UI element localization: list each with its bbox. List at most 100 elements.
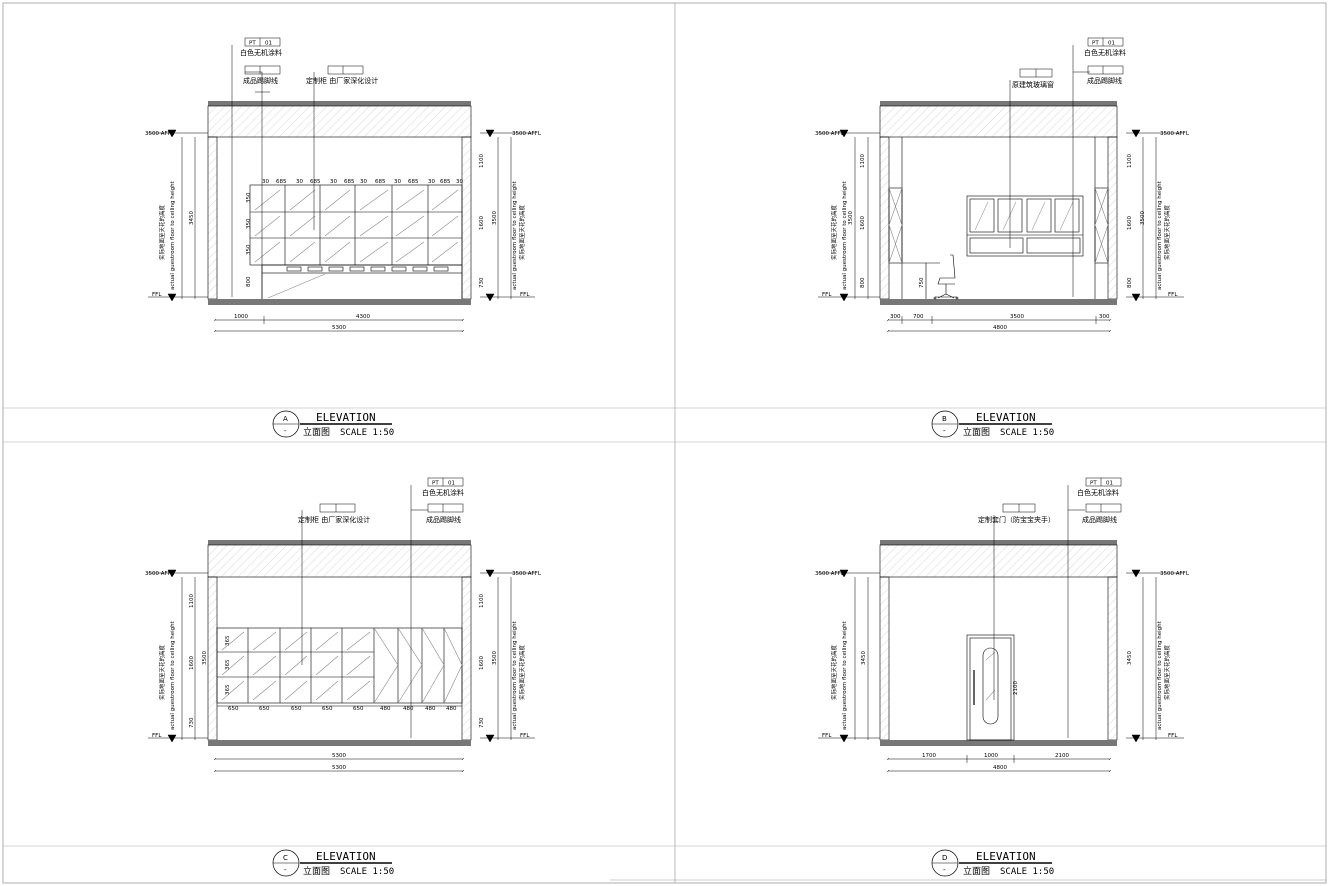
level-ffl: FFL bbox=[520, 733, 530, 739]
material-tag-skirting-b: 成品踢脚线 bbox=[1087, 65, 1124, 85]
level-ffl: FFL bbox=[520, 292, 530, 298]
sheet-ref: - bbox=[943, 866, 946, 874]
view-id: B bbox=[942, 415, 947, 423]
bottom-dimension: 4300 bbox=[356, 314, 370, 320]
dimension-label: 1600 bbox=[1127, 216, 1133, 230]
column-dimension: 480 bbox=[446, 706, 457, 712]
view-subtitle: 立面图 bbox=[303, 426, 330, 438]
dimension-label: 1100 bbox=[860, 154, 866, 168]
level-markers-a bbox=[148, 129, 535, 302]
column-dimension: 480 bbox=[425, 706, 436, 712]
elevation-d: PT 01 白色无机涂料 定制套门（防宝宝夹手） 成品踢脚线 bbox=[815, 477, 1190, 877]
column-dimension: 650 bbox=[291, 706, 302, 712]
tag-label: 白色无机涂料 bbox=[240, 48, 282, 57]
level-label: 3500 AFFL bbox=[1160, 131, 1190, 137]
shelf-dimension: 350 bbox=[246, 192, 252, 203]
tag-label: 定制套门（防宝宝夹手） bbox=[978, 515, 1055, 524]
sheet-ref: - bbox=[943, 427, 946, 435]
tag-label: 成品踢脚线 bbox=[243, 76, 278, 85]
vertical-label-cn: 实际地面至天花的高度 bbox=[158, 644, 166, 700]
column-dimension: 30 bbox=[456, 179, 463, 185]
material-tag-door-d: 定制套门（防宝宝夹手） bbox=[978, 503, 1055, 524]
tag-number: 01 bbox=[265, 41, 272, 47]
view-id: A bbox=[283, 415, 288, 423]
material-tag-pt01-b: PT 01 白色无机涂料 bbox=[1084, 37, 1126, 57]
tag-code: PT bbox=[249, 41, 256, 47]
level-ffl: FFL bbox=[822, 292, 832, 298]
dimension-label: 3500 bbox=[492, 211, 498, 225]
material-tag-skirting-c: 成品踢脚线 bbox=[426, 503, 464, 524]
desk-dimension: 750 bbox=[919, 277, 925, 288]
column-dimension: 650 bbox=[228, 706, 239, 712]
level-markers-b bbox=[818, 129, 1184, 302]
glass-window-b bbox=[966, 195, 1084, 257]
view-id: C bbox=[283, 854, 288, 862]
column-dimension: 685 bbox=[276, 179, 287, 185]
view-title: ELEVATION bbox=[316, 411, 376, 424]
dimension-label: 3500 bbox=[848, 211, 854, 225]
column-dimension: 30 bbox=[296, 179, 303, 185]
level-markers-d bbox=[818, 569, 1184, 743]
tag-code: PT bbox=[1090, 481, 1097, 487]
column-dimension: 30 bbox=[262, 179, 269, 185]
vertical-label-cn: 实际地面至天花的高度 bbox=[1163, 644, 1171, 700]
tag-label: 成品踢脚线 bbox=[1082, 515, 1117, 524]
column-dimension: 650 bbox=[259, 706, 270, 712]
tag-label: 成品踢脚线 bbox=[426, 515, 461, 524]
vertical-label-en: actual guestroom floor to ceiling height bbox=[512, 620, 518, 730]
bottom-dimension: 1000 bbox=[234, 314, 248, 320]
bottom-dimension: 2100 bbox=[1055, 753, 1069, 759]
total-dimension: 5300 bbox=[332, 325, 346, 331]
view-title: ELEVATION bbox=[976, 411, 1036, 424]
material-tag-skirting-a: 成品踢脚线 bbox=[243, 65, 281, 85]
dimension-label: 730 bbox=[189, 717, 195, 728]
view-subtitle: 立面图 bbox=[963, 426, 990, 438]
dimension-label: 1100 bbox=[189, 594, 195, 608]
material-tag-skirting-d: 成品踢脚线 bbox=[1082, 503, 1122, 524]
shelf-dimension: 365 bbox=[225, 635, 231, 646]
tag-label: 白色无机涂料 bbox=[1077, 488, 1119, 497]
tag-label: 定制柜 由厂家深化设计 bbox=[306, 76, 378, 85]
bottom-dimension: 300 bbox=[1099, 314, 1110, 320]
elevation-b: PT 01 白色无机涂料 原建筑玻璃窗 成品踢脚线 bbox=[815, 37, 1190, 438]
shelf-dimension: 365 bbox=[225, 684, 231, 695]
sheet-ref: - bbox=[284, 427, 287, 435]
shelf-dimension: 800 bbox=[246, 276, 252, 287]
sheet-ref: - bbox=[284, 866, 287, 874]
material-tag-window-b: 原建筑玻璃窗 bbox=[1012, 68, 1054, 89]
shelf-dimension: 350 bbox=[246, 218, 252, 229]
dimension-label: 1100 bbox=[1127, 154, 1133, 168]
dimension-label: 1600 bbox=[189, 656, 195, 670]
dimension-label: 1600 bbox=[860, 216, 866, 230]
title-block-c: C - ELEVATION 立面图 SCALE 1:50 bbox=[272, 849, 394, 877]
level-label: 3500 AFFL bbox=[512, 131, 542, 137]
custom-cabinet-a bbox=[249, 184, 463, 299]
view-scale: SCALE 1:50 bbox=[340, 428, 394, 438]
level-label: 3500 AFFL bbox=[1160, 571, 1190, 577]
vertical-label-cn: 实际地面至天花的高度 bbox=[830, 644, 838, 700]
level-label: 3500 AFFL bbox=[512, 571, 542, 577]
material-tag-pt01-c: PT 01 白色无机涂料 bbox=[422, 477, 464, 497]
level-label: 3500 AFFL bbox=[815, 131, 845, 137]
elevation-c: PT 01 白色无机涂料 定制柜 由厂家深化设计 成品踢脚线 bbox=[145, 477, 542, 877]
tag-number: 01 bbox=[448, 481, 455, 487]
column-dimension: 650 bbox=[322, 706, 333, 712]
vertical-label-cn: 实际地面至天花的高度 bbox=[158, 204, 166, 260]
level-ffl: FFL bbox=[1168, 292, 1178, 298]
column-dimension: 685 bbox=[375, 179, 386, 185]
shelf-dimension: 365 bbox=[225, 659, 231, 670]
dimension-label: 3500 bbox=[492, 651, 498, 665]
level-label: 3500 AFFL bbox=[815, 571, 845, 577]
tag-label: 原建筑玻璃窗 bbox=[1012, 80, 1054, 89]
level-markers-c bbox=[148, 569, 535, 743]
shelf-dimension: 350 bbox=[246, 244, 252, 255]
column-dimension: 480 bbox=[380, 706, 391, 712]
vertical-label-en: actual guestroom floor to ceiling height bbox=[842, 180, 848, 290]
level-label: 3500 AFFL bbox=[145, 131, 175, 137]
material-tag-pt01-a: PT 01 白色无机涂料 bbox=[240, 37, 282, 57]
column-dimension: 685 bbox=[310, 179, 321, 185]
level-ffl: FFL bbox=[1168, 733, 1178, 739]
tag-number: 01 bbox=[1108, 41, 1115, 47]
title-block-b: B - ELEVATION 立面图 SCALE 1:50 bbox=[931, 410, 1054, 438]
